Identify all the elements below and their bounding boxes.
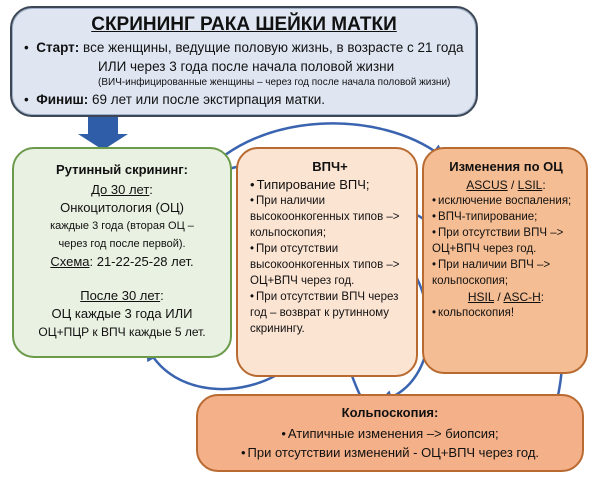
cyto-item: кольпоскопия!: [432, 305, 580, 321]
start-note: (ВИЧ-инфицированные женщины – через год …: [98, 77, 451, 88]
lsil-label: LSIL: [517, 178, 543, 192]
colpo-item: При отсутствии изменений - ОЦ+ВПЧ через …: [198, 443, 582, 462]
cyto-item: ВПЧ-типирование;: [432, 209, 580, 225]
start-alt: ИЛИ через 3 года после начала половой жи…: [98, 59, 395, 74]
colon: :: [149, 182, 153, 197]
scheme-text: : 21-22-25-28 лет.: [89, 254, 194, 269]
down-arrow-icon: [78, 117, 128, 150]
hpv-item: При отсутствии ВПЧ через год – возврат к…: [250, 289, 410, 337]
colposcopy-box: Кольпоскопия: Атипичные изменения –> био…: [196, 394, 584, 472]
colpo-title: Кольпоскопия:: [341, 405, 439, 420]
hsil-label: HSIL: [467, 290, 495, 304]
cyto-item: При отсутствии ВПЧ –> ОЦ+ВПЧ через год.: [432, 225, 580, 257]
hpv-positive-box: ВПЧ+ Типирование ВПЧ; При наличии высоко…: [236, 147, 418, 377]
hpv-item: Типирование ВПЧ;: [250, 177, 410, 193]
routine-screening-box: Рутинный скрининг: До 30 лет: Онкоцитоло…: [12, 147, 232, 358]
ascus-label: ASCUS: [466, 178, 508, 192]
colon: :: [160, 288, 164, 303]
cytology-text: Онкоцитология (ОЦ): [60, 200, 184, 215]
cyto-title: Изменения по ОЦ: [449, 159, 563, 174]
page-title: СКРИНИНГ РАКА ШЕЙКИ МАТКИ: [91, 14, 397, 35]
freq-text-2: через год после первой).: [58, 238, 186, 250]
freq-text: каждые 3 года (вторая ОЦ –: [50, 220, 194, 232]
asch-label: ASC-H: [503, 290, 541, 304]
over30-text-1: ОЦ каждые 3 года ИЛИ: [51, 306, 193, 321]
finish-line: • Финиш: 69 лет или после экстирпация ма…: [24, 92, 326, 107]
sep: /: [494, 290, 504, 304]
over30-label: После 30 лет: [80, 288, 161, 303]
hpv-title: ВПЧ+: [312, 159, 348, 174]
arrow-hpv-to-routine: [146, 345, 286, 391]
hpv-item: При отсутствии высокоонкогенных типов –>…: [250, 241, 410, 289]
over30-text-2: ОЦ+ПЦР к ВПЧ каждые 5 лет.: [38, 325, 206, 339]
colpo-item: Атипичные изменения –> биопсия;: [198, 424, 582, 443]
under30-label: До 30 лет: [91, 182, 150, 197]
arrow-routine-to-cyto: [202, 122, 447, 176]
routine-title: Рутинный скрининг:: [56, 162, 188, 177]
cyto-item: При наличии ВПЧ –> кольпоскопия;: [432, 257, 580, 289]
start-line: • Старт: все женщины, ведущие половую жи…: [24, 40, 464, 55]
sep: /: [507, 178, 518, 192]
header-box: СКРИНИНГ РАКА ШЕЙКИ МАТКИ • Старт: все ж…: [10, 6, 478, 117]
hpv-item: При наличии высокоонкогенных типов –> ко…: [250, 193, 410, 241]
cyto-item: исключение воспаления;: [432, 193, 580, 209]
cytology-changes-box: Изменения по ОЦ ASCUS / LSIL: исключение…: [422, 147, 588, 374]
scheme-label: Схема: [50, 254, 90, 269]
